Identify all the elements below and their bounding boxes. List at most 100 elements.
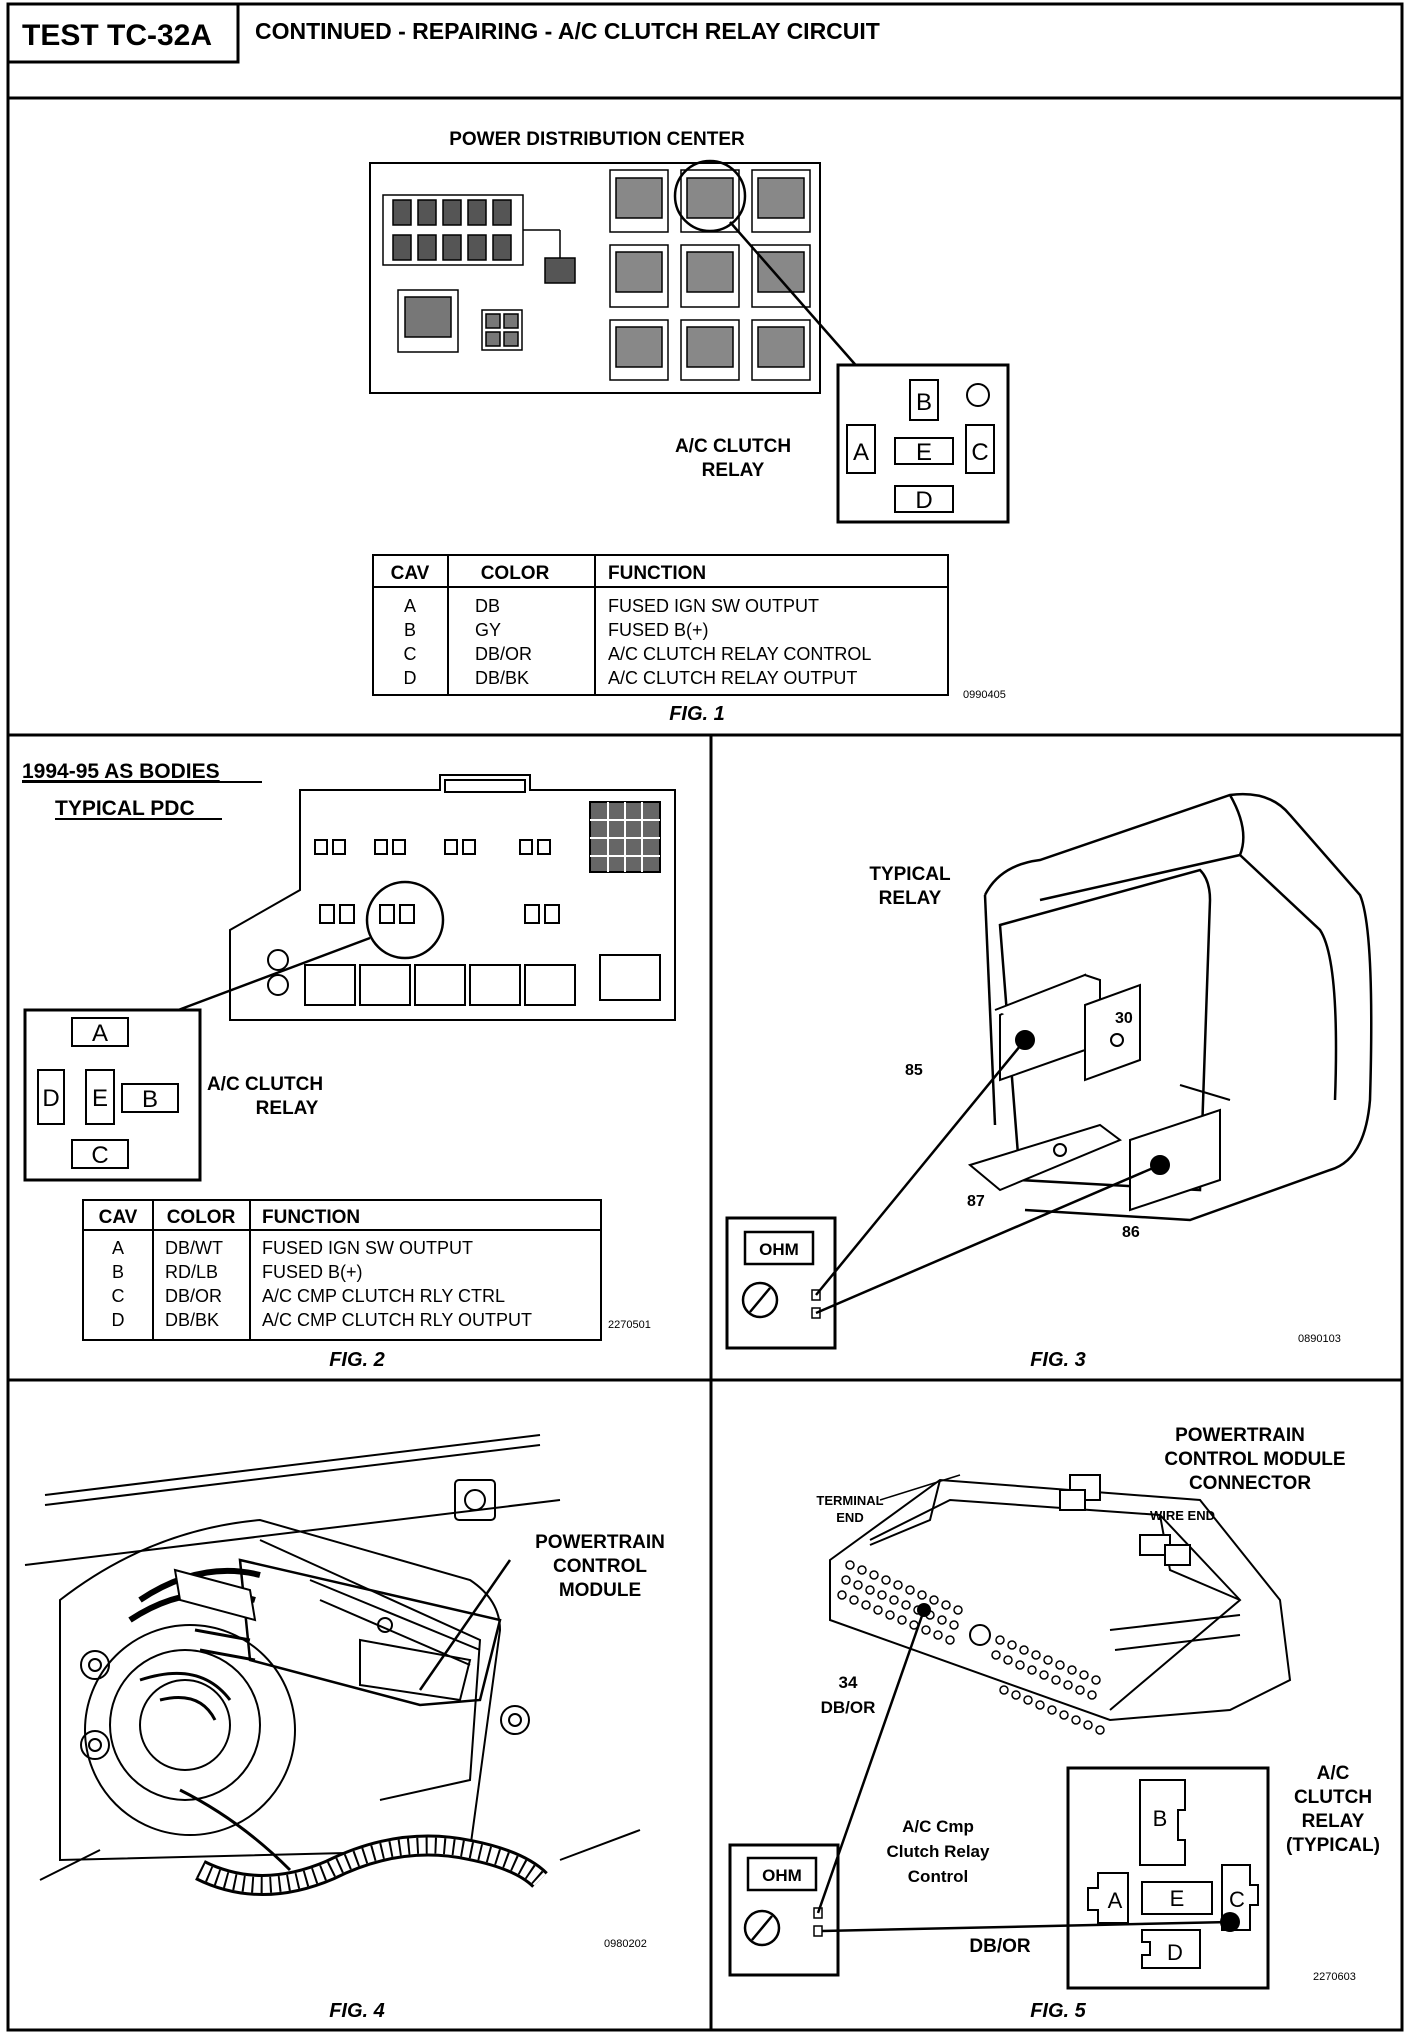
terminal-end-2: END — [836, 1510, 863, 1525]
cavity-table-fig2: CAV COLOR FUNCTION A DB/WT FUSED IGN SW … — [82, 1199, 602, 1341]
cavity-c-fig5: C — [1229, 1887, 1245, 1912]
relay-label-2: RELAY — [702, 460, 765, 481]
meter-display: OHM — [759, 1240, 799, 1259]
fig2-relay-label-2: RELAY — [256, 1098, 319, 1119]
test-lead-85 — [815, 1039, 1026, 1296]
pdc-title: POWER DISTRIBUTION CENTER — [449, 129, 745, 150]
pin-34-color: DB/OR — [821, 1698, 876, 1717]
pdc-outline — [369, 162, 821, 394]
terminal-86: 86 — [1122, 1224, 1140, 1241]
cavity-d-fig2: D — [42, 1085, 59, 1112]
fig2-row-2-cav: B — [112, 1262, 124, 1282]
ref-number-fig3: 0890103 — [1298, 1333, 1341, 1345]
cavity-c-fig2: C — [91, 1142, 108, 1169]
meter-dial-fig5 — [743, 1909, 781, 1947]
row-2-color: GY — [475, 620, 501, 640]
fig2-relay-label-1: A/C CLUTCH — [207, 1074, 323, 1095]
pcm-label-3: MODULE — [559, 1580, 641, 1601]
fig2-row-2-color: RD/LB — [165, 1262, 218, 1282]
relay-body — [983, 793, 1373, 1222]
cavity-c: C — [971, 439, 988, 466]
figure-5: POWERTRAIN CONTROL MODULE CONNECTOR TERM… — [728, 1425, 1380, 2022]
fig5-title-2: CONTROL MODULE — [1164, 1449, 1345, 1470]
ohmmeter-fig3: OHM — [725, 1039, 1161, 1350]
fig2-row-4-color: DB/BK — [165, 1310, 219, 1330]
relay-grid — [609, 169, 811, 381]
relay-highlight-circle — [673, 159, 747, 233]
row-4-color: DB/BK — [475, 668, 529, 688]
fig2-row-2-function: FUSED B(+) — [262, 1262, 363, 1282]
caption-fig3: FIG. 3 — [1030, 1349, 1086, 1371]
terminal-end-leader — [879, 1474, 961, 1501]
figure-4: POWERTRAIN CONTROL MODULE 0980202 FIG. 4 — [24, 1434, 665, 2022]
fig5-relay-label-1: A/C — [1317, 1763, 1350, 1784]
fig2-row-3-function: A/C CMP CLUTCH RLY CTRL — [262, 1286, 505, 1306]
wire-color-label: DB/OR — [969, 1936, 1031, 1957]
pcm-leader-line — [418, 1559, 512, 1691]
ohmmeter-fig5: OHM — [728, 1609, 1231, 1977]
cavity-c-probe-point — [1220, 1912, 1240, 1932]
typical-pdc-drawing — [229, 774, 676, 1021]
pcm-label-1: POWERTRAIN — [535, 1532, 665, 1553]
fuse-block — [382, 194, 576, 284]
row-3-cav: C — [404, 644, 417, 664]
cavity-d-fig5: D — [1167, 1940, 1183, 1965]
meter-dial — [741, 1281, 779, 1319]
test-id-box — [6, 2, 240, 64]
page-title: CONTINUED - REPAIRING - A/C CLUTCH RELAY… — [255, 18, 880, 44]
figure-1: POWER DISTRIBUTION CENTER — [369, 129, 1010, 725]
fig3-label-1: TYPICAL — [869, 864, 951, 885]
cavity-a-fig2: A — [92, 1020, 108, 1047]
fig2-row-1-cav: A — [112, 1238, 124, 1258]
test-id: TEST TC-32A — [22, 19, 212, 52]
ref-number-fig1: 0990405 — [963, 689, 1006, 701]
caption-fig2: FIG. 2 — [329, 1349, 385, 1371]
cavity-e-fig5: E — [1170, 1886, 1185, 1911]
fig2-header-function: FUNCTION — [262, 1207, 360, 1228]
pcm-label-2: CONTROL — [553, 1556, 647, 1577]
control-label-3: Control — [908, 1867, 968, 1886]
ref-number-fig5: 2270603 — [1313, 1971, 1356, 1983]
cavity-b-fig2: B — [142, 1086, 158, 1113]
control-label-2: Clutch Relay — [887, 1842, 991, 1861]
ref-number-fig2: 2270501 — [608, 1319, 651, 1331]
control-label-1: A/C Cmp — [902, 1817, 974, 1836]
connector-pins — [837, 1560, 1105, 1735]
fig5-relay-label-3: RELAY — [1302, 1811, 1365, 1832]
page-border — [6, 2, 1404, 2032]
abs-relay — [397, 289, 523, 353]
terminal-30: 30 — [1115, 1010, 1133, 1027]
cavity-e-fig2: E — [92, 1085, 108, 1112]
relay-terminals — [967, 973, 1231, 1212]
row-2-function: FUSED B(+) — [608, 620, 709, 640]
test-lead-86 — [815, 1163, 1161, 1315]
row-3-color: DB/OR — [475, 644, 532, 664]
cavity-e: E — [916, 439, 932, 466]
fig2-header-cav: CAV — [99, 1207, 138, 1228]
cavity-d: D — [915, 487, 932, 514]
header-function: FUNCTION — [608, 563, 706, 584]
fig2-header-color: COLOR — [167, 1207, 236, 1228]
pin-34-label: 34 — [839, 1673, 858, 1692]
alignment-hole — [966, 383, 990, 407]
fig5-title-3: CONNECTOR — [1189, 1473, 1311, 1494]
fig2-row-1-function: FUSED IGN SW OUTPUT — [262, 1238, 473, 1258]
row-2-cav: B — [404, 620, 416, 640]
fig2-row-1-color: DB/WT — [165, 1238, 223, 1258]
callout-line — [729, 221, 861, 371]
pcm-connector — [829, 1474, 1292, 1722]
row-4-function: A/C CLUTCH RELAY OUTPUT — [608, 668, 857, 688]
row-4-cav: D — [404, 668, 417, 688]
page-header: TEST TC-32A CONTINUED - REPAIRING - A/C … — [6, 2, 1404, 2032]
fig3-label-2: RELAY — [879, 888, 942, 909]
figure-2: 1994-95 AS BODIES TYPICAL PDC — [22, 760, 676, 1371]
test-lead-pin-34 — [816, 1609, 926, 1914]
fig2-title-1: 1994-95 AS BODIES — [22, 760, 220, 783]
cavity-b: B — [916, 389, 932, 416]
fig5-relay-label-2: CLUTCH — [1294, 1787, 1372, 1808]
header-color: COLOR — [481, 563, 550, 584]
cavity-a-fig5: A — [1108, 1888, 1123, 1913]
fig2-row-3-color: DB/OR — [165, 1286, 222, 1306]
